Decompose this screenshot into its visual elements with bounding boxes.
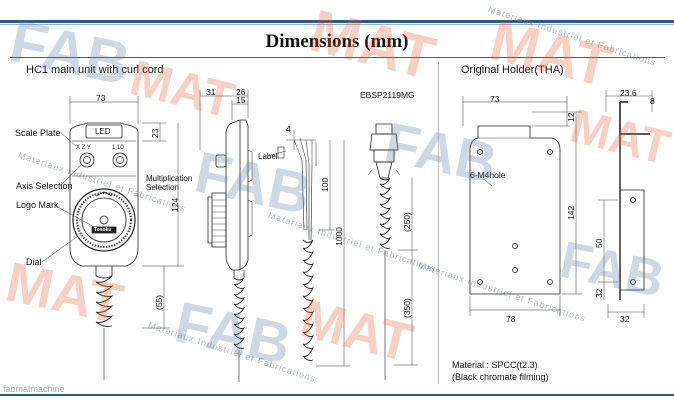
footer-watermark: fabmatmachine [3,384,65,394]
page-title: Dimensions (mm) [265,31,409,52]
material-line-2: (Black chromate filming) [452,372,549,382]
dim-unit-width: 73 [96,93,106,103]
label-dial: Dial [26,257,42,267]
dim-55: (55) [154,294,164,310]
unit-side-view [207,119,253,382]
label-scale-plate: Scale Plate [15,128,61,138]
left-section-title: HC1 main unit with curl cord [26,64,164,76]
dim-78: 78 [506,314,516,324]
dial-brand-logo: Tosoku [94,227,112,233]
side-view-dimension-lines [199,90,249,150]
cable-view [277,130,350,367]
dim-23: 23 [150,128,160,138]
top-border [0,20,674,23]
dim-142: 142 [566,205,576,220]
top-border-thin [0,24,674,25]
holder-side-view [598,90,653,318]
material-line-1: Material : SPCC(t2.3) [452,360,538,370]
label-label: Label [258,152,278,161]
label-axis-selection: Axis Selection [16,181,73,191]
label-connector: EBSP2119MG [360,90,415,100]
dim-31: 31 [206,87,216,97]
section-divider [438,62,439,384]
dim-holder-width: 73 [490,94,500,104]
leader-lines [41,131,493,263]
label-logo-mark: Logo Mark [16,200,59,210]
dim-8: 8 [650,96,655,106]
dim-12: 12 [566,112,576,122]
axis-marks: X Z Y [76,145,91,151]
unit-front-view [69,122,139,380]
dim-32b: 32 [620,314,630,324]
dim-15: 15 [236,95,246,105]
dim-32a: 32 [594,288,604,298]
label-m4hole: 6-M4hole [470,170,506,180]
holder-front-view [462,96,582,316]
connector-view [367,123,418,380]
dim-350: (350) [402,298,412,318]
dim-23-6: 23.6 [620,88,637,98]
dim-100: 100 [320,177,330,192]
label-led: LED [95,127,111,136]
title-rule [10,57,665,58]
front-view-dimension-lines [69,96,184,329]
label-selection: Selection [146,183,179,192]
dim-50: 50 [594,238,604,248]
mult-marks: 1 10 [112,145,124,151]
dim-4: 4 [286,124,291,134]
dim-26: 26 [236,87,246,97]
dim-250: (250) [402,212,412,232]
bottom-border [0,394,674,396]
right-section-title: Original Holder(THA) [461,64,564,76]
label-multiplication: Multiplication [146,174,193,183]
